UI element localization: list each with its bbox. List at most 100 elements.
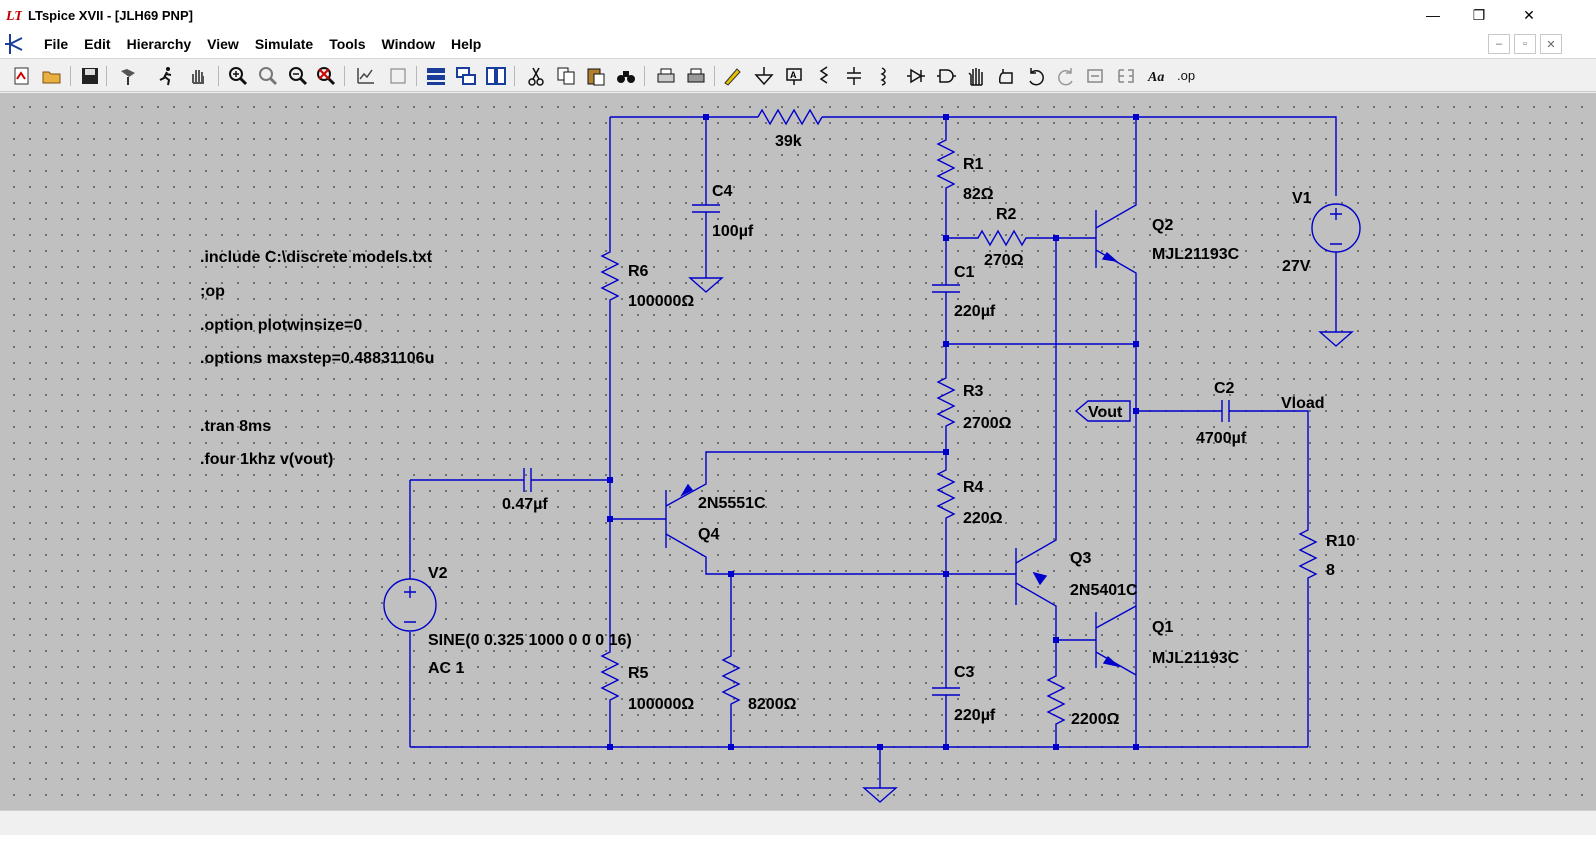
v2-value[interactable]: SINE(0 0.325 1000 0 0 0 16) (428, 632, 632, 649)
v2-ac[interactable]: AC 1 (428, 660, 465, 677)
r-8200-value[interactable]: 8200Ω (748, 696, 797, 713)
q2-name[interactable]: Q2 (1152, 217, 1173, 234)
halt-icon[interactable] (186, 64, 210, 88)
menu-edit[interactable]: Edit (84, 36, 111, 52)
menu-hierarchy[interactable]: Hierarchy (126, 36, 192, 52)
spice-directive-icon[interactable]: .op (1176, 64, 1200, 88)
zoom-out-icon[interactable] (286, 64, 310, 88)
cascade-icon[interactable] (454, 64, 478, 88)
q4-model[interactable]: 2N5551C (698, 495, 766, 512)
r3-value[interactable]: 2700Ω (963, 415, 1012, 432)
c3-name[interactable]: C3 (954, 664, 975, 681)
redo-icon[interactable] (1054, 64, 1078, 88)
mdi-restore-button[interactable]: ▫ (1514, 34, 1536, 54)
resistor-icon[interactable] (812, 64, 836, 88)
q1-name[interactable]: Q1 (1152, 619, 1173, 636)
schematic-canvas[interactable]: .include C:\discrete models.txt ;op .opt… (0, 93, 1596, 810)
r1-value[interactable]: 82Ω (963, 186, 994, 203)
c2-name[interactable]: C2 (1214, 380, 1235, 397)
cut-icon[interactable] (524, 64, 548, 88)
c3-value[interactable]: 220µf (954, 707, 996, 724)
tile-horizontal-icon[interactable] (424, 64, 448, 88)
r10-value[interactable]: 8 (1326, 562, 1335, 579)
diode-icon[interactable] (904, 64, 928, 88)
c1-name[interactable]: C1 (954, 264, 975, 281)
label-net-icon[interactable]: A (782, 64, 806, 88)
paste-icon[interactable] (584, 64, 608, 88)
menu-simulate[interactable]: Simulate (254, 36, 314, 52)
r10-name[interactable]: R10 (1326, 533, 1355, 550)
r1-name[interactable]: R1 (963, 156, 984, 173)
c1-value[interactable]: 220µf (954, 303, 996, 320)
ground-icon[interactable] (752, 64, 776, 88)
schematic-doc-icon[interactable] (4, 32, 28, 56)
autorange-icon[interactable] (354, 64, 378, 88)
rotate-icon[interactable] (1084, 64, 1108, 88)
q1-model[interactable]: MJL21193C (1152, 650, 1240, 667)
draw-wire-icon[interactable] (720, 64, 744, 88)
run-icon[interactable] (154, 64, 178, 88)
q3-name[interactable]: Q3 (1070, 550, 1091, 567)
directive-op[interactable]: ;op (200, 283, 225, 300)
minimize-button[interactable]: — (1426, 7, 1440, 23)
r2-value[interactable]: 270Ω (984, 252, 1024, 269)
r6-value[interactable]: 100000Ω (628, 293, 694, 310)
text-icon[interactable]: Aa (1146, 64, 1170, 88)
tile-vertical-icon[interactable] (484, 64, 508, 88)
zoom-pan-icon[interactable] (256, 64, 280, 88)
copy-icon[interactable] (554, 64, 578, 88)
v1-value[interactable]: 27V (1282, 258, 1311, 275)
inductor-icon[interactable] (872, 64, 896, 88)
directive-maxstep[interactable]: .options maxstep=0.48831106u (200, 350, 434, 367)
menu-window[interactable]: Window (381, 36, 436, 52)
c4-value[interactable]: 100µf (712, 223, 754, 240)
v2-name[interactable]: V2 (428, 565, 448, 582)
move-icon[interactable] (964, 64, 988, 88)
r6-name[interactable]: R6 (628, 263, 649, 280)
r2-name[interactable]: R2 (996, 206, 1017, 223)
mdi-close-button[interactable]: ✕ (1540, 34, 1562, 54)
menu-tools[interactable]: Tools (329, 36, 366, 52)
maximize-button[interactable]: ❐ (1472, 6, 1486, 23)
directive-tran[interactable]: .tran 8ms (200, 418, 271, 435)
directive-plotwinsize[interactable]: .option plotwinsize=0 (200, 317, 362, 334)
c4-name[interactable]: C4 (712, 183, 733, 200)
c2-value[interactable]: 4700µf (1196, 430, 1247, 447)
component-icon[interactable] (934, 64, 958, 88)
r3-name[interactable]: R3 (963, 383, 984, 400)
open-icon[interactable] (40, 64, 64, 88)
r4-value[interactable]: 220Ω (963, 510, 1003, 527)
capacitor-icon[interactable] (842, 64, 866, 88)
vout-label[interactable]: Vout (1088, 404, 1123, 421)
mdi-minimize-button[interactable]: – (1488, 34, 1510, 54)
directive-four[interactable]: .four 1khz v(vout) (200, 451, 333, 468)
print-icon[interactable] (654, 64, 678, 88)
close-plot-icon[interactable] (386, 64, 410, 88)
q4-name[interactable]: Q4 (698, 526, 719, 543)
c-in-value[interactable]: 0.47µf (502, 496, 548, 513)
menu-view[interactable]: View (207, 36, 239, 52)
save-icon[interactable] (78, 64, 102, 88)
directive-include[interactable]: .include C:\discrete models.txt (200, 249, 433, 266)
close-button[interactable]: ✕ (1523, 6, 1535, 23)
r4-name[interactable]: R4 (963, 479, 984, 496)
mirror-icon[interactable] (1114, 64, 1138, 88)
r5-name[interactable]: R5 (628, 665, 649, 682)
q2-model[interactable]: MJL21193C (1152, 246, 1240, 263)
r-top-value[interactable]: 39k (775, 133, 802, 150)
v1-name[interactable]: V1 (1292, 190, 1312, 207)
new-schematic-icon[interactable] (10, 64, 34, 88)
zoom-in-icon[interactable] (226, 64, 250, 88)
undo-icon[interactable] (1024, 64, 1048, 88)
vload-label[interactable]: Vload (1281, 395, 1325, 412)
control-panel-icon[interactable] (116, 64, 140, 88)
print-setup-icon[interactable] (684, 64, 708, 88)
r-2200-value[interactable]: 2200Ω (1071, 711, 1120, 728)
q3-model[interactable]: 2N5401C (1070, 582, 1138, 599)
zoom-cancel-icon[interactable] (314, 64, 338, 88)
menu-help[interactable]: Help (451, 36, 482, 52)
find-icon[interactable] (614, 64, 638, 88)
menu-file[interactable]: File (44, 36, 69, 52)
drag-icon[interactable] (994, 64, 1018, 88)
r5-value[interactable]: 100000Ω (628, 696, 694, 713)
